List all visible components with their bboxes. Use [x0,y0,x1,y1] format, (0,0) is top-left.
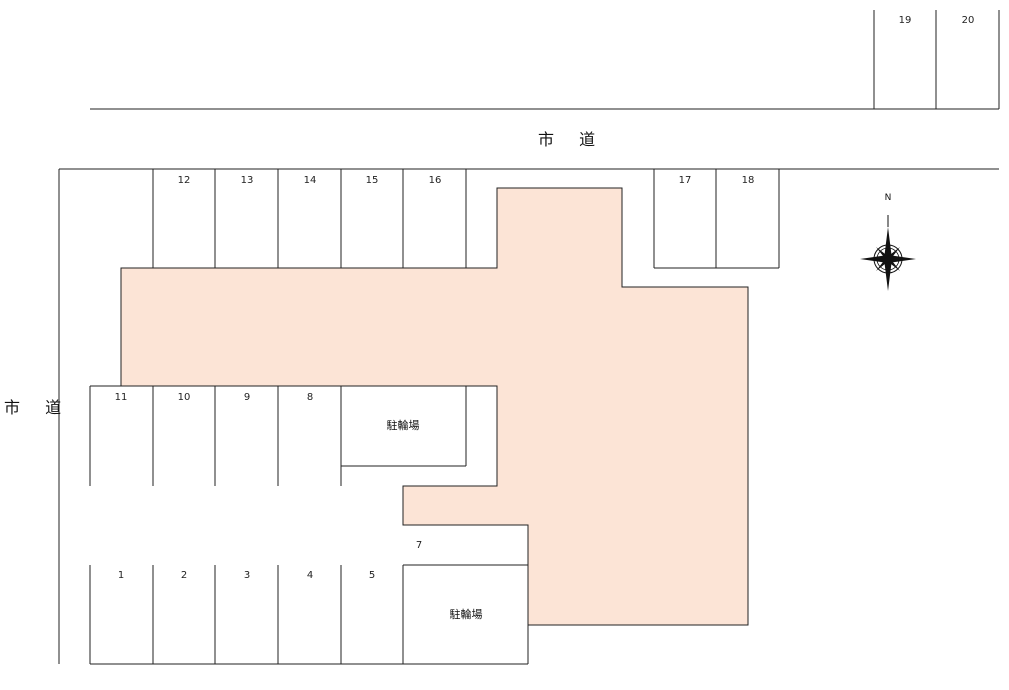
parking-row-8-11 [89,385,497,486]
space-number: 10 [178,392,191,403]
space-number: 1 [118,570,124,581]
road-lines [58,108,999,664]
road-label-west: 市 道 [4,398,71,417]
road-label-north: 市 道 [538,130,605,149]
space-number: 19 [899,15,912,26]
space-number: 7 [416,540,422,551]
space-number: 18 [742,175,755,186]
compass-north-label: N [885,193,892,203]
space-number: 2 [181,570,187,581]
space-number: 14 [304,175,317,186]
parking-row-17-18 [653,169,780,269]
space-number: 12 [178,175,191,186]
parking-numbers: 1 2 3 4 5 7 8 9 10 11 12 13 14 15 16 17 … [115,15,975,581]
bicycle-parking-label: 駐輪場 [387,418,420,432]
parking-row-12-16 [152,169,467,268]
space-number: 9 [244,392,250,403]
space-number: 13 [241,175,254,186]
compass-rose-icon [860,215,916,291]
space-number: 16 [429,175,442,186]
space-number: 11 [115,392,128,403]
space-number: 4 [307,570,313,581]
space-number: 20 [962,15,975,26]
space-number: 17 [679,175,692,186]
space-number: 5 [369,570,375,581]
space-number: 15 [366,175,379,186]
parking-row-19-20 [873,10,1000,109]
bicycle-parking-label: 駐輪場 [450,607,483,621]
space-number: 3 [244,570,250,581]
space-number: 8 [307,392,313,403]
parking-row-1-5 [89,565,529,665]
